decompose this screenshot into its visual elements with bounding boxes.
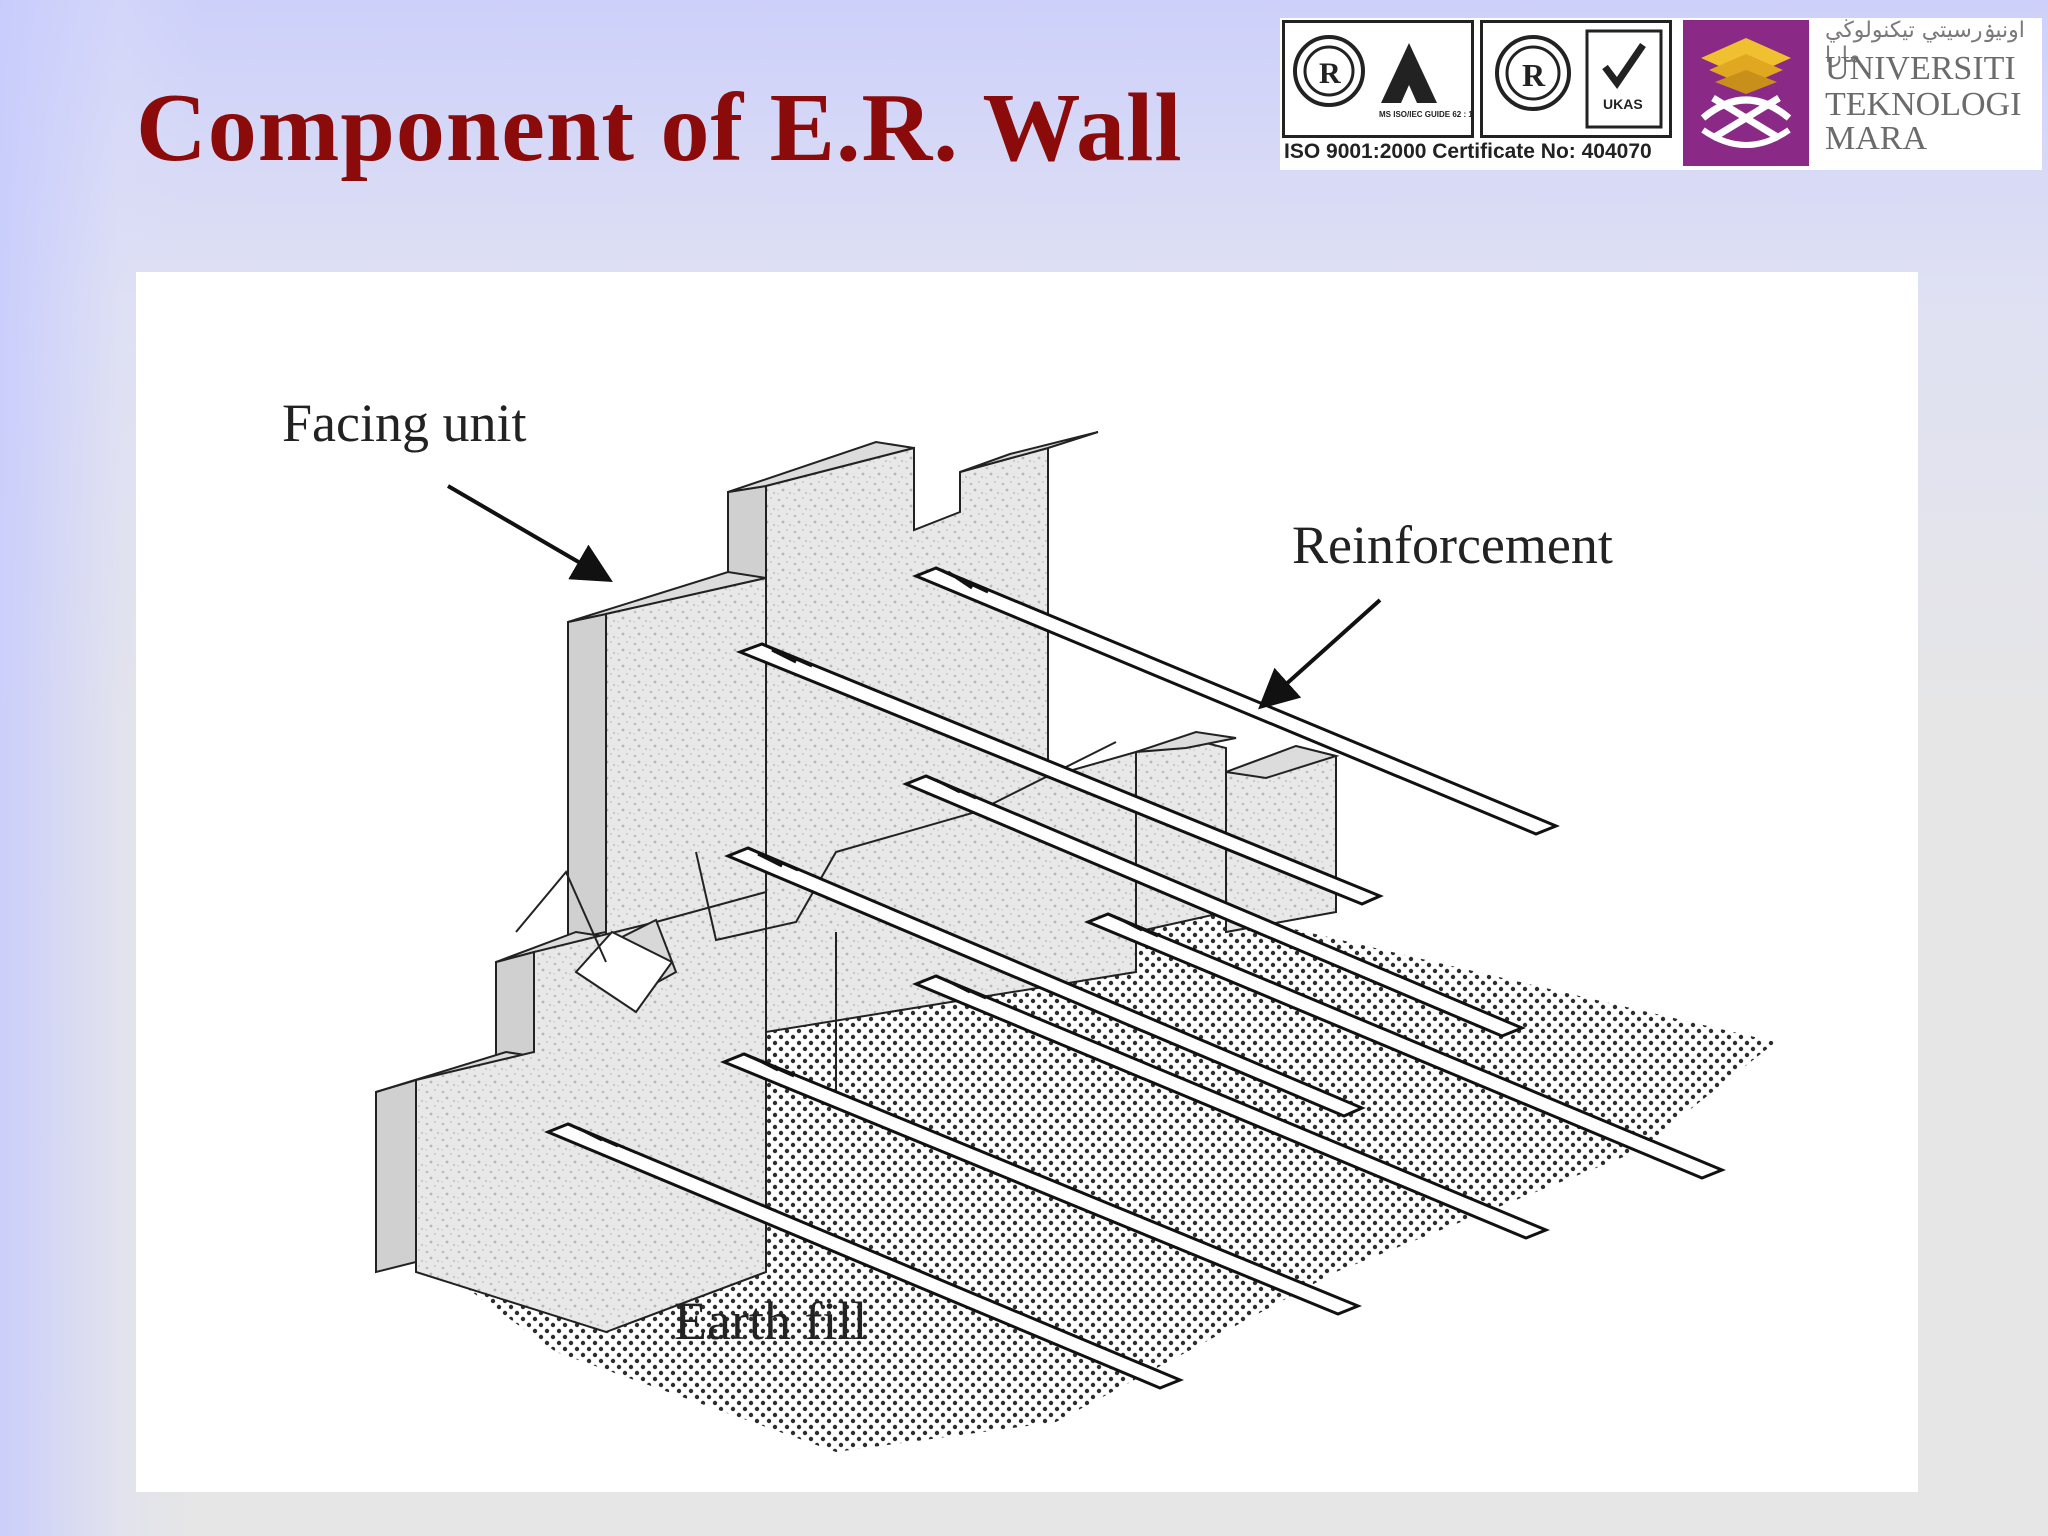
diagram-panel: Facing unit Reinforcement Earth fill — [136, 272, 1918, 1492]
svg-text:R: R — [1319, 57, 1341, 90]
facing-unit-arrow — [446, 484, 613, 583]
accreditation-logo-icon: R MS ISO/IEC GUIDE 62 : 1996 — [1293, 35, 1487, 119]
ukas-badge: R UKAS — [1480, 20, 1672, 138]
header-logos: R MS ISO/IEC GUIDE 62 : 1996 R UKAS ISO … — [1280, 18, 2042, 170]
facing-unit-label: Facing unit — [282, 393, 527, 453]
reinforcement-strip-3 — [902, 774, 1526, 1038]
uitm-emblem-icon — [1700, 38, 1792, 148]
certification-text: ISO 9001:2000 Certificate No: 404070 — [1284, 140, 1652, 163]
accreditation-guide-text: MS ISO/IEC GUIDE 62 : 1996 — [1379, 110, 1471, 119]
university-line-1: UNIVERSITI — [1825, 50, 2016, 87]
reinforcement-strip-5 — [1084, 912, 1726, 1180]
accreditation-badge: R MS ISO/IEC GUIDE 62 : 1996 — [1282, 20, 1487, 138]
ukas-logo-icon: R UKAS — [1495, 29, 1663, 129]
reinforcement-strip-6 — [912, 974, 1550, 1240]
reinforcement-strip-4 — [724, 846, 1366, 1118]
uitm-emblem — [1683, 20, 1809, 166]
university-line-2: TEKNOLOGI — [1825, 86, 2022, 123]
earth-fill-label: Earth fill — [674, 1291, 868, 1351]
reinforcement-strip-8 — [544, 1122, 1184, 1390]
reinforcement-arrow — [1258, 598, 1382, 710]
facing-wall — [375, 431, 1340, 1334]
slide-title: Component of E.R. Wall — [136, 74, 1183, 182]
university-line-3: MARA — [1825, 120, 1928, 157]
reinforcement-strip-2 — [735, 642, 1384, 906]
reinforcement-label: Reinforcement — [1292, 515, 1613, 575]
er-wall-diagram — [375, 431, 1776, 1452]
reinforcement-strip-1 — [912, 566, 1560, 836]
reinforcement-strips — [544, 566, 1726, 1390]
ukas-text: UKAS — [1603, 96, 1643, 112]
svg-text:R: R — [1522, 57, 1546, 93]
university-jawi-text: اونيۏرسيتي تيكنولوڬي مارا — [1825, 18, 2025, 68]
reinforcement-strip-7 — [720, 1052, 1362, 1316]
